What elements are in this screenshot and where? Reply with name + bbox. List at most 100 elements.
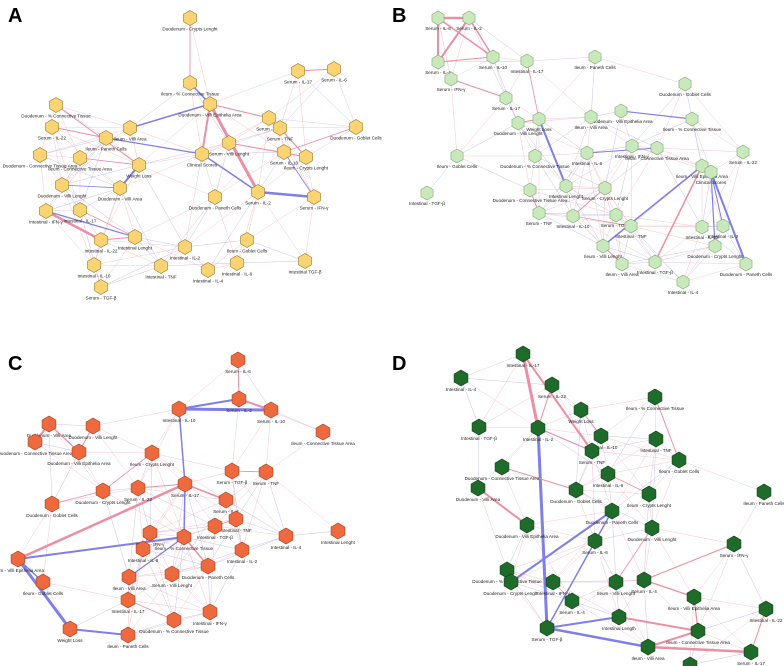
panel-b-node-intestinal-il-4	[676, 274, 690, 290]
panel-a-node-label: Serum - Villi Lenght	[209, 152, 250, 157]
panel-c-letter: C	[8, 353, 22, 375]
panel-b-mesh-edge	[682, 263, 747, 283]
panel-d-node-label: Serum - IL-4	[631, 589, 657, 594]
panel-d-strong-edge	[536, 426, 549, 630]
panel-c-node-intestinal-lenght	[330, 522, 346, 540]
panel-a-strong-edge	[256, 190, 316, 199]
panel-c-strong-edge	[178, 398, 240, 410]
panel-d-mesh-edge	[506, 540, 596, 571]
panel-d-mesh-edge	[697, 543, 735, 632]
panel-b-strong-edge	[572, 187, 606, 217]
panel-b-node-label: Serum - IL-2	[456, 26, 482, 31]
panel-d-node-intestinal-tgf	[471, 418, 487, 436]
panel-b-mesh-edge	[538, 116, 592, 120]
panel-b-strong-edge	[620, 110, 693, 120]
panel-d-strong-edge	[646, 645, 753, 654]
panel-b-node-ileum-connective-tissue-area	[650, 140, 664, 156]
panel-c-node-ileum-connective-tissue	[176, 528, 192, 546]
panel-b-mesh-edge	[630, 225, 684, 283]
panel-d-strong-edge	[522, 353, 593, 452]
panel-a-mesh-edge	[236, 260, 306, 264]
panel-c-node-label: Ileum - Villi Epithelia Area	[0, 568, 44, 573]
panel-d-mesh-edge	[643, 579, 649, 648]
panel-d-mesh-edge	[460, 377, 480, 428]
panel-b-node-label: Duodenum - % Connective Tissue	[500, 164, 570, 169]
panel-a-strong-edge	[55, 104, 140, 166]
panel-d-mesh-edge	[648, 459, 680, 495]
panel-b-node-ileum-villi-area	[615, 256, 629, 272]
panel-c-node-duodenum-connective-tissue-area	[27, 433, 43, 451]
panel-b-node-intestinal-il-22	[695, 219, 709, 235]
panel-b-mesh-edge	[630, 225, 716, 247]
panel-d-node-label: Intestinal - IL-4	[446, 387, 477, 392]
panel-a-mesh-edge	[134, 236, 186, 248]
panel-a-node-label: Duodenum - Villi Epithelia Area	[178, 113, 242, 118]
panel-b-mesh-edge	[701, 226, 747, 265]
panel-b-node-ileum-goblet-cells	[450, 148, 464, 164]
panel-c-mesh-edge	[78, 451, 153, 454]
panel-b-mesh-edge	[517, 122, 588, 154]
panel-c-node-serum-il-4	[218, 491, 234, 509]
panel-a-mesh-edge	[257, 191, 306, 262]
panel-a-mesh-edge	[236, 191, 259, 264]
panel-c-mesh-edge	[171, 483, 186, 575]
panel-b-node-label: Serum - IL-4	[425, 70, 451, 75]
panel-c-mesh-edge	[42, 503, 53, 583]
panel-b-mesh-edge	[538, 118, 588, 154]
panel-b-mesh-edge	[534, 155, 574, 217]
panel-b-node-serum-il-6	[431, 10, 445, 26]
panel-c-node-duodenum-villi-area	[41, 415, 57, 433]
panel-b-node-serum-crypts-lenght	[598, 180, 612, 196]
panel-d-strong-edge	[546, 616, 620, 629]
panel-a-mesh-edge	[279, 68, 335, 129]
panel-d-mesh-edge	[591, 450, 613, 512]
panel-d-node-ileum-villi-lenght	[608, 573, 624, 591]
panel-b-node-label: Ileum - Goblet Cells	[437, 164, 478, 169]
panel-c-mesh-edge	[142, 548, 175, 621]
panel-b-mesh-edge	[586, 152, 604, 247]
panel-a-mesh-edge	[304, 196, 315, 262]
panel-b-node-label: Intestinal - IL-17	[511, 69, 544, 74]
panel-d-mesh-edge	[477, 487, 508, 571]
panel-c-node-label: Intestinal - IL-10	[163, 418, 196, 423]
panel-c-node-intestinal-ifn	[202, 603, 218, 621]
panel-b-mesh-edge	[615, 214, 623, 265]
panel-b-node-serum-tgf	[609, 207, 623, 223]
panel-a-node-label: Serum - IL-17	[284, 80, 313, 85]
panel-b-node-label: Duodenum - Villi Lenght	[494, 131, 544, 136]
panel-c-mesh-edge	[149, 483, 186, 534]
panel-b-mesh-edge	[526, 60, 592, 118]
panel-b-node-label: Duodenum - Villi Epithelia Area	[589, 119, 653, 124]
panel-a-mesh-edge	[134, 196, 216, 238]
panel-a-node-intestinal-il-6	[230, 255, 244, 271]
panel-a-strong-edge	[79, 157, 140, 166]
panel-d-node-label: Serum - TGF-β	[532, 637, 563, 642]
panel-a-node-intestinal-il-2	[178, 239, 192, 255]
panel-b-node-label: Weight Loss	[526, 127, 552, 132]
panel-c-mesh-edge	[128, 487, 139, 578]
panel-a-node-label: Duodenum - Connective Tissue Area	[3, 164, 78, 169]
panel-c-node-label: Intestinal - IFN-γ	[193, 621, 227, 626]
panel-a-node-serum-villi-lenght	[222, 135, 236, 151]
panel-c-node-label: Serum - IL-4	[213, 509, 239, 514]
panel-a-mesh-edge	[228, 117, 270, 144]
panel-c-node-ileum-villi-area	[121, 568, 137, 586]
panel-c-node-label: Weight Loss	[57, 638, 83, 643]
panel-a-strong-edge	[51, 126, 107, 139]
panel-a-mesh-edge	[189, 82, 203, 155]
panel-d-node-label: Intestinal - IFN-γ	[536, 591, 570, 596]
panel-c-mesh-edge	[225, 471, 267, 501]
panel-c-node-ileum-paneth-cells	[120, 626, 136, 644]
panel-a-mesh-edge	[257, 156, 307, 193]
panel-b-node-ileum-villi-area	[584, 109, 598, 125]
panel-d-mesh-edge	[611, 510, 645, 581]
panel-d-node-intestinal-il-17	[515, 345, 531, 363]
panel-b-mesh-edge	[534, 152, 588, 157]
panel-a-node-label: Serum - IL-4	[256, 127, 282, 132]
panel-d-mesh-edge	[591, 450, 680, 461]
panel-d-mesh-edge	[697, 630, 752, 653]
panel-a-mesh-edge	[297, 70, 357, 128]
panel-c-mesh-edge	[265, 471, 287, 537]
panel-a-node-ileum-villi-area	[123, 120, 137, 136]
panel-c-mesh-edge	[171, 525, 216, 575]
